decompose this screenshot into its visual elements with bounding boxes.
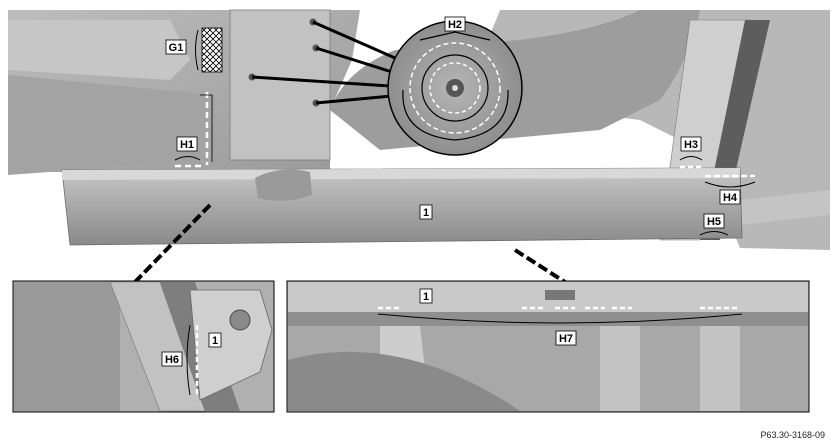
svg-text:H2: H2 xyxy=(448,19,462,31)
detail-pointer-right xyxy=(513,248,567,284)
inner-panel-left xyxy=(8,75,215,175)
svg-text:G1: G1 xyxy=(169,42,184,54)
label-h7: H7 xyxy=(555,330,577,346)
detail-panel-left xyxy=(12,280,275,413)
label-h3: H3 xyxy=(680,136,702,152)
detail-panel-right xyxy=(286,280,810,413)
label-part-1-detail-left: 1 xyxy=(208,332,222,348)
h1-bracket-vertical xyxy=(200,94,213,162)
svg-text:H7: H7 xyxy=(559,333,573,345)
svg-text:1: 1 xyxy=(423,207,429,219)
magnified-detail-h2 xyxy=(387,20,523,156)
inner-panel-top-left xyxy=(8,20,190,80)
rear-cross-member xyxy=(740,190,830,225)
label-g1: G1 xyxy=(165,39,187,55)
label-h4: H4 xyxy=(719,189,741,205)
pillar-plate xyxy=(229,9,331,161)
g1-seal-zone xyxy=(201,27,223,73)
label-h6: H6 xyxy=(161,351,183,367)
g1-bracket xyxy=(195,29,199,71)
h6-bracket xyxy=(186,324,191,396)
svg-text:H6: H6 xyxy=(165,354,179,366)
h7-bracket xyxy=(377,313,743,324)
h4-bracket xyxy=(704,181,756,188)
svg-text:H4: H4 xyxy=(723,192,738,204)
label-h5: H5 xyxy=(703,213,725,229)
detail-pointer-left xyxy=(133,203,212,284)
label-h1: H1 xyxy=(176,136,198,152)
main-view xyxy=(8,9,830,284)
label-part-1-detail-right: 1 xyxy=(419,288,433,304)
svg-text:H3: H3 xyxy=(684,139,698,151)
document-number: P63.30-3168-09 xyxy=(760,430,825,440)
svg-text:1: 1 xyxy=(212,335,218,347)
label-h2: H2 xyxy=(444,16,466,32)
h1-bracket xyxy=(174,156,201,161)
svg-text:H1: H1 xyxy=(180,139,194,151)
rocker-bump xyxy=(255,169,312,201)
svg-text:H5: H5 xyxy=(707,216,721,228)
label-part-1-main: 1 xyxy=(419,204,433,220)
rocker-sill-top-edge xyxy=(62,168,740,180)
svg-text:1: 1 xyxy=(423,291,429,303)
magnifier-leaders xyxy=(251,20,396,105)
h5-bracket xyxy=(699,231,729,236)
h3-bracket xyxy=(679,156,703,161)
